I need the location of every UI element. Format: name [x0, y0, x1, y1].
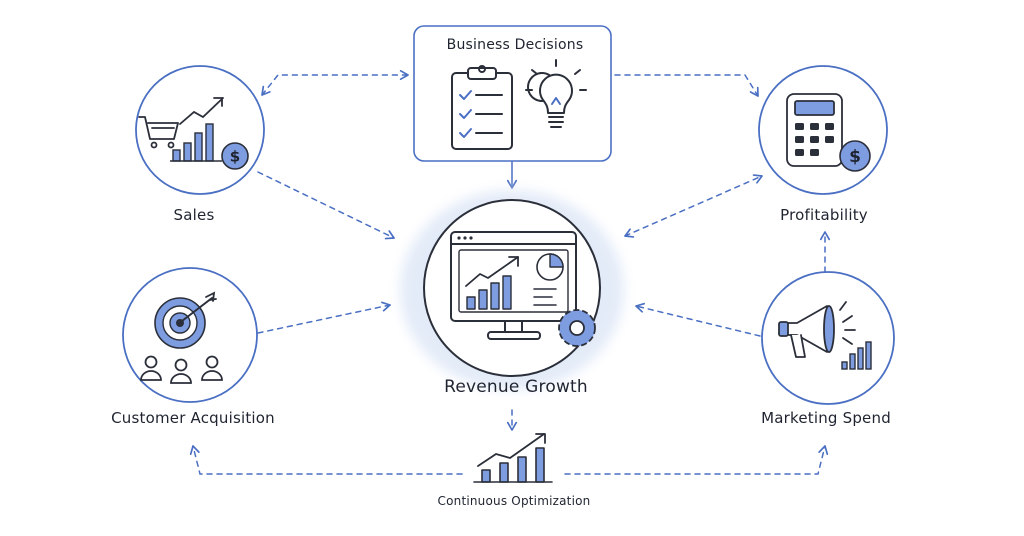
people-icon — [140, 355, 223, 384]
marketing-spend-label: Marketing Spend — [761, 409, 891, 427]
profitability-label: Profitability — [780, 206, 868, 224]
continuous-optimization-chart — [473, 433, 553, 483]
revenue-growth-label: Revenue Growth — [444, 377, 588, 397]
continuous-optimization-label: Continuous Optimization — [437, 494, 591, 508]
calculator-icon — [786, 93, 843, 167]
connector-decisions-profitability — [614, 74, 759, 97]
connector-marketing-revenue — [635, 302, 761, 337]
customer-acquisition-node — [122, 267, 258, 403]
connector-sales-decisions — [261, 69, 409, 96]
customer-acquisition-label: Customer Acquisition — [111, 409, 275, 427]
target-icon — [154, 291, 217, 349]
connector-revenue-profitability — [624, 174, 763, 238]
sales-node: $ — [135, 65, 265, 195]
connector-optimization-marketing — [564, 445, 829, 475]
clipboard-checklist-icon — [451, 65, 513, 150]
connector-optimization-acquisition — [189, 445, 463, 475]
connectors — [189, 69, 831, 475]
megaphone-icon — [778, 301, 856, 358]
gear-icon — [558, 309, 596, 347]
svg-text:$: $ — [230, 148, 240, 166]
svg-text:$: $ — [849, 147, 861, 167]
bar-chart-icon — [841, 341, 872, 370]
revenue-growth-center — [400, 190, 624, 390]
marketing-spend-node — [761, 271, 895, 405]
connector-sales-revenue — [257, 171, 395, 240]
profitability-node: $ — [758, 65, 888, 195]
business-decisions-title: Business Decisions — [446, 37, 584, 53]
bar-chart-icon — [481, 447, 545, 483]
monitor-dashboard-icon — [450, 231, 577, 340]
business-decisions-card — [413, 25, 612, 162]
dollar-coin-icon: $ — [839, 140, 871, 172]
dollar-coin-icon: $ — [221, 142, 249, 170]
lightbulb-icon — [525, 59, 587, 128]
connector-acquisition-revenue — [257, 301, 391, 334]
bar-chart-icon — [170, 97, 224, 162]
shopping-cart-icon — [138, 116, 179, 149]
sales-label: Sales — [173, 206, 215, 224]
